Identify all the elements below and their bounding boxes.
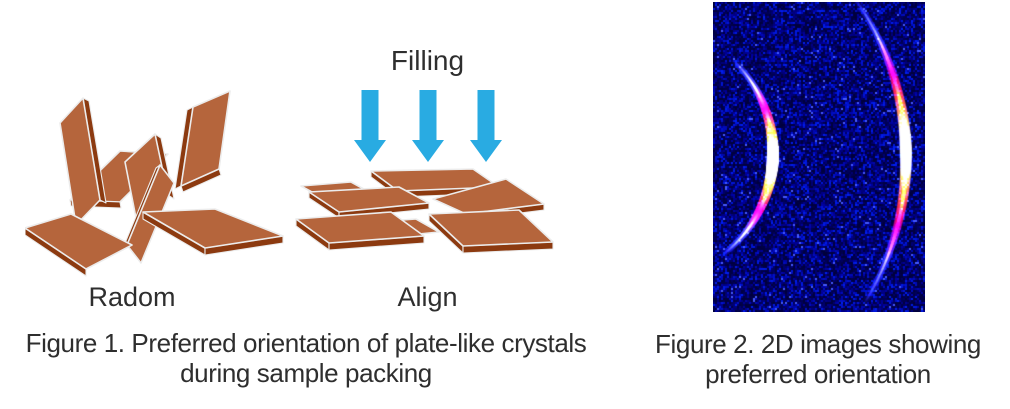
figure2-caption-line1: Figure 2. 2D images showing	[655, 329, 981, 359]
down-arrow-icon	[470, 90, 502, 162]
align-label: Align	[397, 282, 458, 312]
crystal-plate	[308, 186, 430, 213]
aligned-crystals-graphic	[295, 168, 554, 254]
figure2-caption-line2: preferred orientation	[705, 359, 931, 389]
random-crystals-graphic	[25, 90, 284, 277]
crystal-plate	[25, 213, 133, 270]
down-arrow-icon	[354, 90, 386, 162]
crystal-plate	[295, 211, 425, 244]
crystal-plate	[428, 209, 554, 247]
figure1-caption-line2: during sample packing	[180, 358, 432, 388]
filling-label: Filling	[390, 45, 465, 76]
filling-arrows	[354, 90, 502, 162]
xrd-detector-image	[713, 2, 925, 312]
crystal-plate	[59, 97, 101, 226]
crystal-plate	[180, 90, 231, 187]
figure2-caption: Figure 2. 2D images showing preferred or…	[640, 329, 996, 389]
down-arrow-icon	[412, 90, 444, 162]
figure1-caption-line1: Figure 1. Preferred orientation of plate…	[25, 328, 587, 358]
random-label: Radom	[88, 282, 176, 312]
crystal-plate	[142, 208, 284, 249]
crystal-plate	[432, 178, 545, 215]
figure1-caption: Figure 1. Preferred orientation of plate…	[0, 328, 612, 388]
